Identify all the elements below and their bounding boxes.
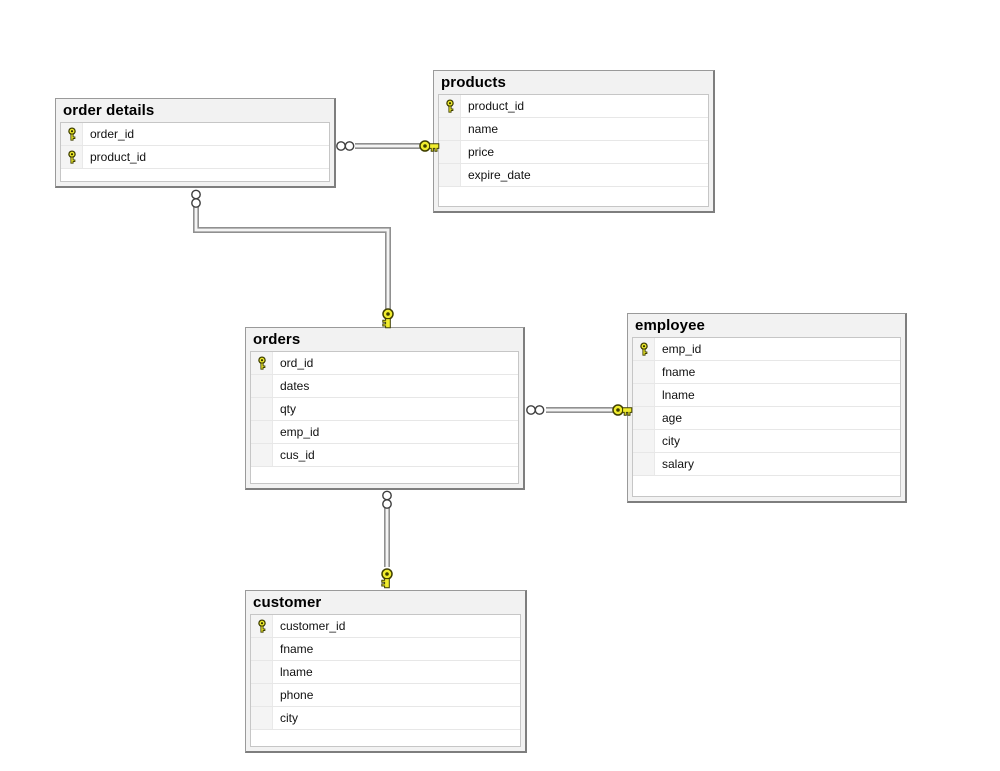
relationship-order-details-products[interactable] bbox=[336, 140, 440, 152]
column-row[interactable]: emp_id bbox=[251, 421, 518, 444]
column-name: city bbox=[662, 434, 680, 448]
column-row[interactable]: expire_date bbox=[439, 164, 708, 187]
row-gutter bbox=[251, 444, 273, 466]
many-cardinality-icon bbox=[382, 490, 392, 509]
column-row[interactable]: product_id bbox=[61, 146, 329, 169]
primary-key-cell bbox=[61, 146, 83, 168]
column-row[interactable]: city bbox=[633, 430, 900, 453]
row-gutter bbox=[633, 430, 655, 452]
table-columns: order_id product_id bbox=[60, 122, 330, 182]
primary-key-icon bbox=[67, 150, 76, 164]
column-name: customer_id bbox=[280, 619, 346, 633]
row-gutter bbox=[251, 661, 273, 683]
column-row[interactable]: lname bbox=[251, 661, 520, 684]
row-gutter bbox=[251, 421, 273, 443]
column-name: phone bbox=[280, 688, 314, 702]
column-name: cus_id bbox=[280, 448, 315, 462]
relationship-order-details-orders[interactable] bbox=[191, 189, 394, 329]
row-gutter bbox=[633, 453, 655, 475]
one-side-key-icon bbox=[381, 568, 393, 589]
primary-key-icon bbox=[67, 127, 76, 141]
column-name: fname bbox=[662, 365, 696, 379]
primary-key-icon bbox=[445, 99, 454, 113]
row-gutter bbox=[439, 164, 461, 186]
primary-key-icon bbox=[639, 342, 648, 356]
relationship-line-core bbox=[194, 206, 390, 309]
row-gutter bbox=[251, 398, 273, 420]
column-name: salary bbox=[662, 457, 695, 471]
column-row[interactable]: product_id bbox=[439, 95, 708, 118]
primary-key-cell bbox=[439, 95, 461, 117]
column-name: order_id bbox=[90, 127, 135, 141]
row-gutter bbox=[633, 361, 655, 383]
column-name: product_id bbox=[90, 150, 147, 164]
column-row[interactable]: dates bbox=[251, 375, 518, 398]
column-row[interactable]: customer_id bbox=[251, 615, 520, 638]
row-gutter bbox=[439, 141, 461, 163]
column-name: price bbox=[468, 145, 495, 159]
relationship-orders-employee[interactable] bbox=[526, 404, 633, 416]
column-row[interactable]: price bbox=[439, 141, 708, 164]
column-name: emp_id bbox=[662, 342, 702, 356]
row-gutter bbox=[633, 407, 655, 429]
table-order-details[interactable]: order details order_id product_id bbox=[55, 98, 336, 188]
row-gutter bbox=[251, 638, 273, 660]
relationship-orders-customer[interactable] bbox=[381, 490, 393, 589]
primary-key-cell bbox=[251, 352, 273, 374]
primary-key-icon bbox=[257, 619, 266, 633]
column-row[interactable]: lname bbox=[633, 384, 900, 407]
column-name: dates bbox=[280, 379, 310, 393]
column-row[interactable]: salary bbox=[633, 453, 900, 476]
column-row[interactable]: fname bbox=[251, 638, 520, 661]
primary-key-cell bbox=[251, 615, 273, 637]
primary-key-icon bbox=[257, 356, 266, 370]
table-title[interactable]: employee bbox=[635, 317, 705, 334]
row-gutter bbox=[251, 684, 273, 706]
primary-key-cell bbox=[633, 338, 655, 360]
row-gutter bbox=[439, 118, 461, 140]
relationship-line bbox=[193, 206, 391, 309]
table-title[interactable]: customer bbox=[253, 594, 322, 611]
column-row[interactable]: fname bbox=[633, 361, 900, 384]
table-title[interactable]: order details bbox=[63, 102, 155, 119]
column-row[interactable]: emp_id bbox=[633, 338, 900, 361]
row-gutter bbox=[251, 707, 273, 729]
column-row[interactable]: phone bbox=[251, 684, 520, 707]
column-name: city bbox=[280, 711, 298, 725]
column-name: product_id bbox=[468, 99, 525, 113]
column-row[interactable]: city bbox=[251, 707, 520, 730]
column-name: fname bbox=[280, 642, 314, 656]
table-title[interactable]: products bbox=[441, 74, 506, 91]
column-name: name bbox=[468, 122, 499, 136]
primary-key-cell bbox=[61, 123, 83, 145]
column-row[interactable]: name bbox=[439, 118, 708, 141]
column-name: lname bbox=[662, 388, 695, 402]
column-row[interactable]: ord_id bbox=[251, 352, 518, 375]
many-cardinality-icon bbox=[191, 189, 201, 208]
column-name: age bbox=[662, 411, 683, 425]
table-title[interactable]: orders bbox=[253, 331, 301, 348]
column-name: emp_id bbox=[280, 425, 320, 439]
row-gutter bbox=[251, 375, 273, 397]
many-cardinality-icon bbox=[336, 141, 355, 151]
column-name: ord_id bbox=[280, 356, 314, 370]
column-row[interactable]: age bbox=[633, 407, 900, 430]
row-gutter bbox=[633, 384, 655, 406]
column-name: expire_date bbox=[468, 168, 531, 182]
column-row[interactable]: qty bbox=[251, 398, 518, 421]
one-side-key-icon bbox=[382, 308, 394, 329]
column-row[interactable]: order_id bbox=[61, 123, 329, 146]
column-row[interactable]: cus_id bbox=[251, 444, 518, 467]
many-cardinality-icon bbox=[526, 405, 545, 415]
column-name: lname bbox=[280, 665, 313, 679]
column-name: qty bbox=[280, 402, 297, 416]
